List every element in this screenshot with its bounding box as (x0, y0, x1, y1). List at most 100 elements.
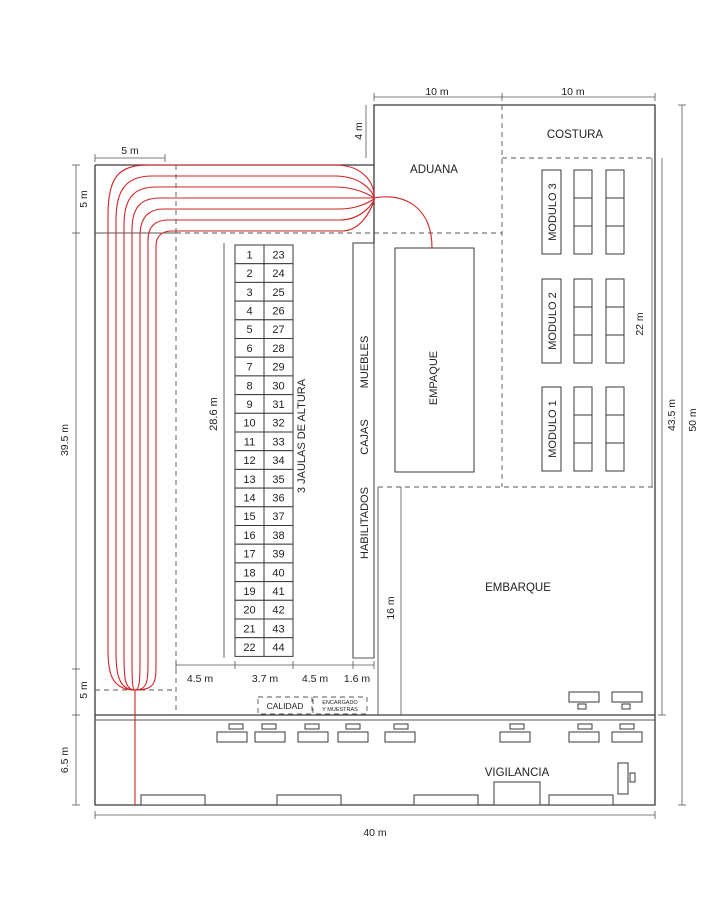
encargado-label-1: ENCARGADO (322, 700, 358, 706)
building-walls (94, 104, 656, 806)
dim-top-left: 10 m (425, 86, 449, 98)
module-label: MODULO 3 (547, 183, 559, 240)
dim-vigilancia-height: 6.5 m (59, 747, 71, 774)
sewing-station (573, 334, 593, 364)
cage-number: 26 (272, 305, 284, 317)
cage-number: 3 (246, 287, 252, 299)
cage-number: 21 (243, 623, 255, 635)
sewing-station (605, 197, 625, 227)
cage-number: 32 (272, 418, 284, 430)
sewing-modules: MODULO 3 MODULO 2 MODULO 1 (541, 169, 625, 472)
encargado-label-2: Y MUESTRAS (322, 707, 358, 713)
sewing-station (605, 442, 625, 472)
cage-number: 1 (246, 249, 252, 261)
cage-number: 4 (246, 305, 252, 317)
cage-number: 2 (246, 268, 252, 280)
sewing-station (605, 334, 625, 364)
cages-height-label: 28.6 m (208, 397, 220, 431)
dim-top-right: 10 m (561, 86, 585, 98)
shelving-rack (352, 242, 375, 659)
cage-number: 10 (243, 418, 255, 430)
sewing-station (573, 278, 593, 308)
cage-number: 25 (272, 287, 284, 299)
module-label-box (541, 169, 562, 255)
cage-number: 30 (272, 380, 284, 392)
cage-number: 20 (243, 605, 255, 617)
habilitados-label: HABILITADOS (359, 487, 371, 559)
dim-total-width: 40 m (363, 827, 387, 839)
circulation-routes (107, 164, 433, 805)
cajas-label: CAJAS (359, 419, 371, 454)
cage-number: 43 (272, 623, 284, 635)
module-label: MODULO 2 (547, 292, 559, 349)
cage-number: 22 (243, 642, 255, 654)
cage-number: 19 (243, 586, 255, 598)
dim-corner-width: 5 m (121, 145, 139, 157)
sewing-station (605, 414, 625, 444)
vigilancia-label: VIGILANCIA (485, 767, 550, 779)
cage-number: 44 (272, 642, 284, 654)
cage-number: 42 (272, 605, 284, 617)
cage-number: 17 (243, 549, 255, 561)
sewing-station (605, 225, 625, 255)
dimension-lines (72, 93, 686, 819)
sewing-station (573, 386, 593, 416)
encargado-area (312, 696, 368, 715)
sewing-station (605, 169, 625, 199)
cage-number: 41 (272, 586, 284, 598)
empaque-label: EMPAQUE (428, 351, 440, 405)
sewing-station (605, 278, 625, 308)
dim-aisle-2: 4.5 m (302, 673, 329, 685)
cage-number: 15 (243, 511, 255, 523)
cage-number: 28 (272, 343, 284, 355)
dim-bottom-corner: 5 m (78, 681, 90, 699)
module-label-box (541, 278, 562, 364)
cage-number: 13 (243, 474, 255, 486)
cage-number: 36 (272, 492, 284, 504)
office-desks (95, 691, 655, 806)
cage-number: 39 (272, 549, 284, 561)
calidad-label: CALIDAD (267, 701, 304, 711)
cage-number: 34 (272, 455, 284, 467)
jaulas-label: 3 JAULAS DE ALTURA (296, 378, 308, 493)
aduana-label: ADUANA (410, 164, 458, 176)
dim-cage-width: 3.7 m (252, 673, 279, 685)
sewing-station (573, 169, 593, 199)
corner-boxes (95, 232, 176, 691)
dim-right-total: 50 m (687, 408, 699, 432)
muebles-label: MUEBLES (359, 336, 371, 389)
module-label-box (541, 386, 562, 472)
dim-corner-height: 5 m (78, 190, 90, 208)
zone-divisions (95, 105, 655, 715)
sewing-station (573, 442, 593, 472)
cage-number: 27 (272, 324, 284, 336)
cage-number: 35 (272, 474, 284, 486)
cage-number: 7 (246, 362, 252, 374)
cage-number: 11 (244, 436, 255, 448)
cage-number: 5 (246, 324, 252, 336)
cage-number: 18 (243, 567, 255, 579)
module-label: MODULO 1 (547, 400, 559, 457)
empaque-area (394, 247, 475, 473)
cage-number: 37 (272, 511, 284, 523)
sewing-station (573, 197, 593, 227)
cage-number: 24 (272, 268, 284, 280)
cage-number: 31 (272, 399, 284, 411)
cage-number: 29 (272, 362, 284, 374)
sewing-station (573, 225, 593, 255)
costura-label: COSTURA (547, 129, 604, 141)
sewing-station (605, 306, 625, 336)
cage-number: 33 (272, 436, 284, 448)
cage-number: 38 (272, 530, 284, 542)
cage-number: 6 (246, 343, 252, 355)
sewing-station (573, 306, 593, 336)
cage-number: 23 (272, 249, 284, 261)
cage-number: 8 (246, 380, 252, 392)
embarque-label: EMBARQUE (485, 582, 551, 594)
calidad-area (257, 696, 313, 715)
cage-number: 16 (243, 530, 255, 542)
cage-cell (263, 637, 294, 657)
cage-number: 40 (272, 567, 284, 579)
